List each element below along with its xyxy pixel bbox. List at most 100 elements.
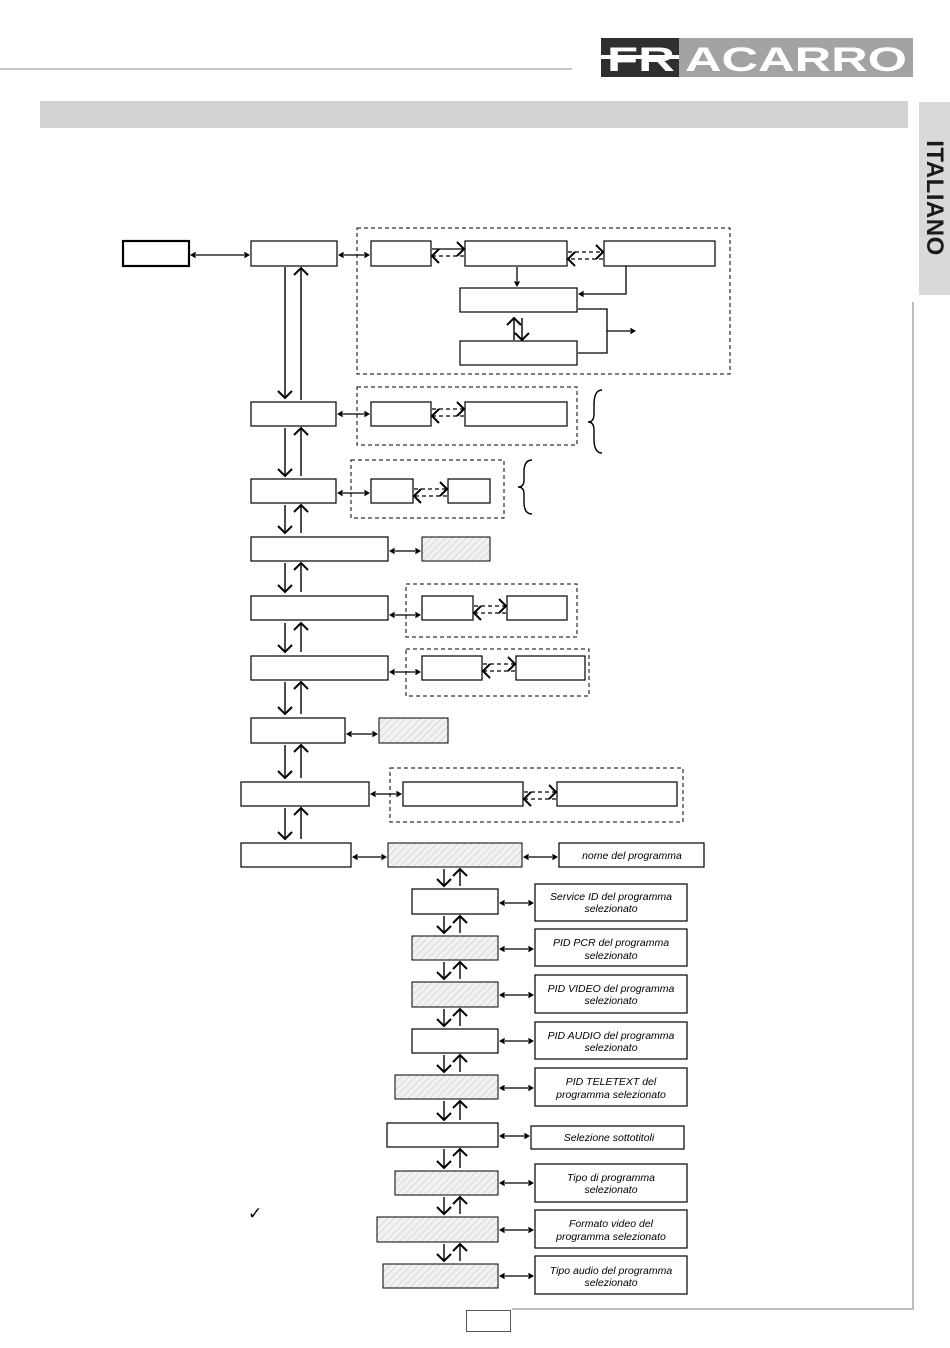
connector-41 <box>337 489 343 497</box>
connector-73 <box>507 656 517 672</box>
connector-70 <box>389 668 395 676</box>
connector-81 <box>346 730 352 738</box>
submenu-box-8a <box>402 781 524 807</box>
info-box-4 <box>411 1028 499 1054</box>
connector-33 <box>456 401 466 417</box>
connector-117 <box>528 945 534 953</box>
connector-126 <box>436 1018 452 1028</box>
dashed-group-4 <box>405 583 578 638</box>
connector-149 <box>452 1147 468 1157</box>
connector-66 <box>277 644 293 654</box>
connector-53 <box>415 547 421 555</box>
menu-box-9 <box>240 842 352 868</box>
menu-box-3 <box>250 478 337 504</box>
connector-144 <box>499 1132 505 1140</box>
submenu-box-1a <box>370 240 432 267</box>
programme-type-box <box>534 1163 688 1203</box>
pid-teletext-box <box>534 1067 688 1107</box>
video-format-box <box>534 1209 688 1249</box>
connector-71 <box>415 668 421 676</box>
service-id-box <box>534 883 688 922</box>
submenu-box-3a <box>370 478 414 504</box>
submenu-box-1b <box>464 240 568 267</box>
info-box-7 <box>394 1170 499 1196</box>
section-title-band <box>40 101 908 128</box>
menu-box-7 <box>250 717 346 744</box>
connector-52 <box>389 547 395 555</box>
connector-158 <box>499 1226 505 1234</box>
connector-7 <box>456 241 466 257</box>
menu-box-2 <box>250 401 337 427</box>
info-box-1 <box>411 888 499 915</box>
connector-48 <box>277 525 293 535</box>
submenu-box-1c <box>603 240 716 267</box>
connector-77 <box>277 706 293 716</box>
submenu-box-1d <box>459 287 578 313</box>
programme-name-box <box>558 842 705 868</box>
connector-88 <box>370 790 376 798</box>
connector-140 <box>436 1112 452 1122</box>
connector-84 <box>277 770 293 780</box>
connector-68 <box>293 621 309 631</box>
dashed-group-3 <box>350 459 505 519</box>
info-box-5 <box>394 1074 499 1100</box>
pid-audio-box <box>534 1021 688 1060</box>
connector-59 <box>389 611 395 619</box>
connector-133 <box>436 1064 452 1074</box>
connector-35 <box>430 408 440 424</box>
submenu-box-3b <box>447 478 491 504</box>
info-box-6 <box>386 1122 499 1148</box>
submenu-box-8b <box>556 781 678 807</box>
service-id-label-line1: Service ID del programma <box>550 891 672 903</box>
connector-165 <box>499 1272 505 1280</box>
connector-97 <box>293 806 309 816</box>
connector-130 <box>499 1037 505 1045</box>
submenu-box-5a <box>421 595 474 621</box>
connector-44 <box>439 481 449 497</box>
brace-1 <box>587 389 603 454</box>
connector-39 <box>293 426 309 436</box>
connector-100 <box>381 853 387 861</box>
pid-audio-label-line2: selezionato <box>584 1042 637 1054</box>
connector-114 <box>452 914 468 924</box>
connector-159 <box>528 1226 534 1234</box>
connector-119 <box>436 971 452 981</box>
connector-105 <box>436 878 452 888</box>
language-tab: ITALIANO <box>919 102 950 295</box>
connector-19 <box>506 316 522 326</box>
connector-30 <box>337 410 343 418</box>
value-box-7 <box>378 717 449 744</box>
connector-124 <box>528 991 534 999</box>
connector-147 <box>436 1160 452 1170</box>
pid-teletext-label-line1: PID TELETEXT del <box>566 1076 657 1088</box>
pid-audio-label-line1: PID AUDIO del programma <box>548 1030 675 1042</box>
connector-116 <box>499 945 505 953</box>
connector-75 <box>481 663 491 679</box>
connector-138 <box>528 1084 534 1092</box>
connector-79 <box>293 680 309 690</box>
connector-154 <box>436 1206 452 1216</box>
video-format-label-line2: programma selezionato <box>555 1231 666 1243</box>
value-box-4 <box>421 536 491 562</box>
connector-arrows <box>190 241 636 1280</box>
connector-50 <box>293 503 309 513</box>
connector-13 <box>566 251 576 267</box>
connector-112 <box>436 925 452 935</box>
menu-box-8 <box>240 781 370 807</box>
connector-5 <box>364 251 370 259</box>
start-box <box>121 239 191 268</box>
connector-161 <box>436 1253 452 1263</box>
connector-4 <box>338 251 344 259</box>
connector-156 <box>452 1195 468 1205</box>
info-box-8 <box>376 1216 499 1243</box>
connector-163 <box>452 1242 468 1252</box>
submenu-box-2b <box>464 401 568 427</box>
connector-26 <box>277 390 293 400</box>
connector-46 <box>412 488 422 504</box>
pid-teletext-label-line2: programma selezionato <box>555 1089 666 1101</box>
connector-21 <box>514 332 530 342</box>
connector-93 <box>522 791 532 807</box>
connector-121 <box>452 960 468 970</box>
menu-box-4 <box>250 536 389 562</box>
connector-62 <box>498 598 508 614</box>
